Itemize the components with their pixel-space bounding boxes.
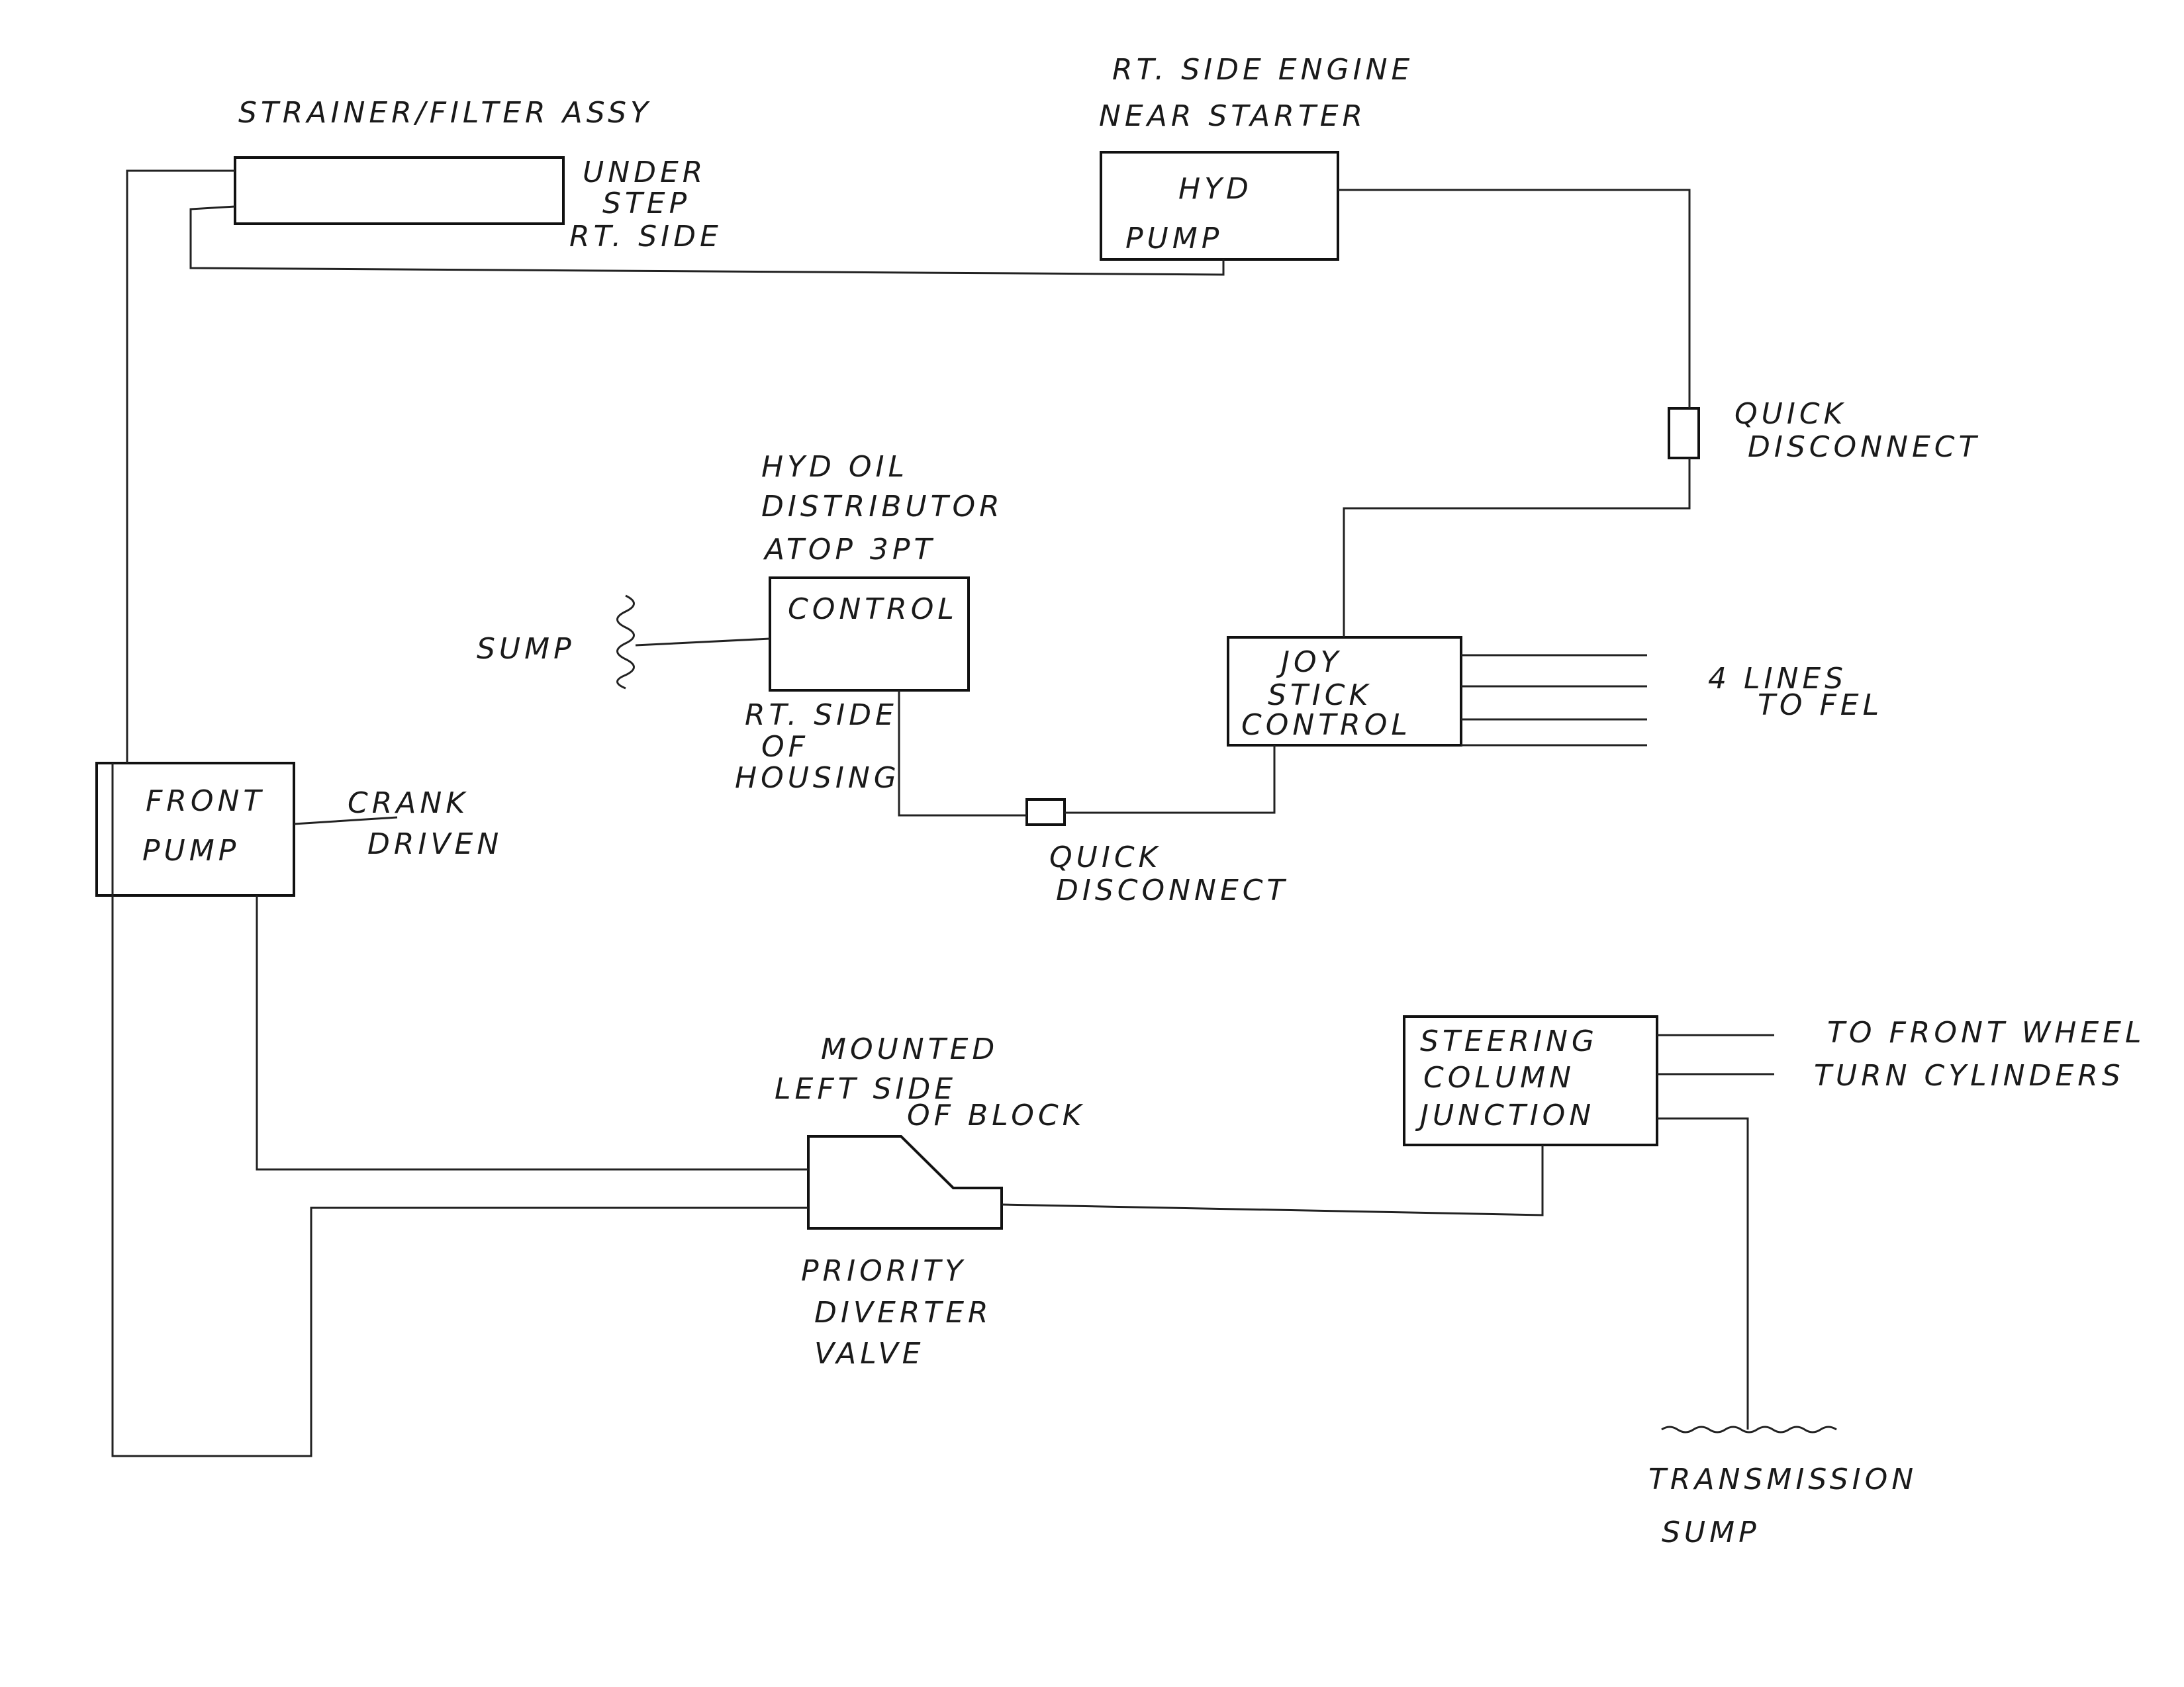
strainer-filter-box (234, 156, 565, 225)
quick-disconnect-mid (1025, 798, 1066, 826)
label-under-step-1: UNDER (583, 156, 706, 189)
label-under-step-2: STEP (602, 187, 690, 220)
label-steering-3: JUNCTION (1415, 1099, 1595, 1132)
label-joy-3: CONTROL (1241, 708, 1411, 742)
line-sump-to-control (635, 637, 771, 647)
label-crank-1: CRANK (348, 786, 469, 820)
label-housing-3: HOUSING (735, 761, 900, 795)
line-front-pump-to-priority-valve (256, 895, 808, 1171)
label-steering-1: STEERING (1420, 1025, 1598, 1058)
sump-squiggle (616, 594, 635, 690)
label-wheel-1: TO FRONT WHEEL (1827, 1016, 2146, 1050)
label-front-pump-2: PUMP (142, 834, 240, 868)
label-trans-1: TRANSMISSION (1648, 1463, 1917, 1496)
line-steering-to-transmission-sump (1657, 1117, 1749, 1430)
label-control: CONTROL (788, 592, 958, 626)
line-priority-to-steering (1001, 1145, 1544, 1216)
label-trans-2: SUMP (1662, 1516, 1760, 1549)
label-mounted-1: MOUNTED (821, 1032, 998, 1066)
label-steering-2: COLUMN (1423, 1061, 1575, 1095)
control-box (769, 576, 970, 692)
label-front-pump-1: FRONT (146, 784, 265, 818)
line-strainer-to-hyd-pump (189, 205, 1225, 276)
crank-driven-line (293, 816, 398, 825)
label-strainer-filter-assy: STRAINER/FILTER ASSY (238, 96, 652, 130)
label-distributor-1: HYD OIL (761, 450, 908, 484)
front-pump-box (95, 762, 295, 897)
line-control-to-qd-mid (898, 690, 1027, 817)
transmission-sump-squiggle (1661, 1426, 1837, 1434)
label-priority-1: PRIORITY (801, 1254, 967, 1288)
label-housing-1: RT. SIDE (745, 698, 898, 732)
label-priority-2: DIVERTER (814, 1296, 992, 1330)
line-qd-to-joystick (1343, 458, 1691, 637)
label-wheel-2: TURN CYLINDERS (1814, 1059, 2124, 1093)
quick-disconnect-top (1668, 407, 1700, 459)
label-joy-2: STICK (1268, 678, 1372, 712)
label-distributor-3: ATOP 3PT (763, 533, 935, 567)
label-qd-mid-1: QUICK (1049, 841, 1161, 874)
line-qd-mid-to-joystick (1065, 745, 1276, 814)
label-qd-mid-2: DISCONNECT (1056, 874, 1288, 907)
hyd-pump-box (1100, 151, 1339, 261)
label-fel-2: TO FEL (1758, 688, 1883, 722)
label-mounted-2: LEFT SIDE (775, 1072, 957, 1106)
priority-diverter-valve-shape (807, 1135, 1003, 1230)
label-under-step-3: RT. SIDE (569, 220, 722, 253)
label-engine-1: RT. SIDE ENGINE (1112, 53, 1413, 87)
label-housing-2: OF (761, 730, 809, 764)
label-priority-3: VALVE (814, 1337, 924, 1371)
label-fel-1: 4 LINES (1708, 662, 1847, 696)
label-qd-top-2: DISCONNECT (1748, 430, 1980, 464)
label-distributor-2: DISTRIBUTOR (761, 490, 1004, 524)
label-mounted-3: OF BLOCK (907, 1099, 1085, 1132)
line-hyd-pump-to-qd (1338, 189, 1691, 408)
label-crank-2: DRIVEN (367, 827, 502, 861)
label-qd-top-1: QUICK (1734, 397, 1846, 431)
steering-column-junction-box (1403, 1015, 1658, 1146)
label-sump: SUMP (477, 632, 575, 666)
line-strainer-to-front-pump (126, 169, 235, 763)
label-joy-1: JOY (1276, 645, 1343, 679)
label-hyd-pump-1: HYD (1178, 172, 1253, 206)
label-engine-2: NEAR STARTER (1099, 99, 1366, 133)
label-hyd-pump-2: PUMP (1125, 222, 1223, 255)
line-front-pump-return-loop (111, 895, 808, 1457)
